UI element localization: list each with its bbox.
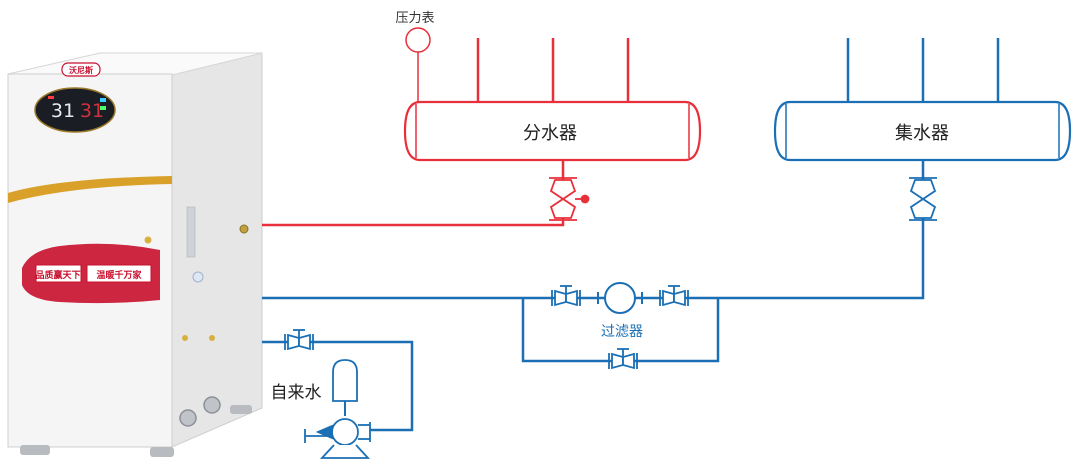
filter-valve-left [551,285,581,307]
pressure-knob [144,236,152,244]
bypass-valve [608,348,638,370]
display-reading-right: 31 [80,100,104,122]
brand-logo: 沃尼斯 [61,62,101,77]
filter-body [597,282,643,314]
foot-2 [150,447,174,457]
tap-water-pipe [262,340,414,432]
boiler-unit: 沃尼斯 31 31 品质赢天下 温暖千万家 [7,52,263,457]
feed-pump [304,418,371,459]
slogan-left-text: 品质赢天下 [35,269,80,281]
supply-circuit [262,27,702,227]
port-gold-1 [182,335,188,341]
outlet-port [239,224,249,234]
port-gold-2 [209,335,215,341]
slogan-right-text: 温暖千万家 [96,269,142,281]
pressure-gauge [405,27,431,53]
return-pipe [262,160,925,300]
supply-pipe [262,160,565,227]
slogan-badge: 品质赢天下 温暖千万家 [22,243,160,304]
collector-tank [773,100,1072,162]
collector-label: 集水器 [895,123,949,144]
nameplate [186,206,196,258]
brand-logo-text: 沃尼斯 [69,65,93,75]
distributor-tank [403,100,702,162]
foot-3 [230,405,252,414]
tap-water-label: 自来水 [271,383,322,403]
distributor-label: 分水器 [523,123,577,144]
inlet-pipe-1 [179,409,197,427]
return-circuit [262,38,1072,459]
filter-valve-right [659,285,689,307]
boiler-side-panel [171,52,263,448]
display-reading-left: 31 [51,100,75,122]
expansion-tank [332,359,358,402]
filter-label: 过滤器 [601,324,643,340]
sight-glass [192,271,204,283]
tap-water-valve [284,329,314,351]
inlet-pipe-2 [203,396,221,414]
distributor-valve [549,177,590,221]
foot-1 [20,445,50,455]
pressure-gauge-label: 压力表 [395,11,434,26]
gold-band [8,176,172,203]
collector-valve [909,177,937,221]
control-display: 31 31 [34,87,116,133]
